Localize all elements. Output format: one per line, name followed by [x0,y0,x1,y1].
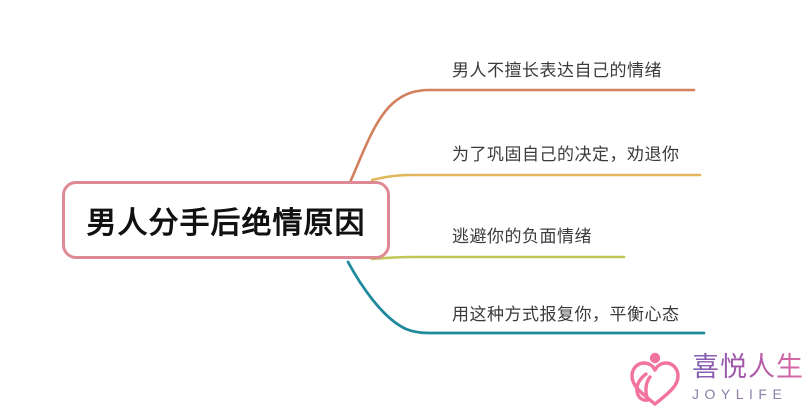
brand-text: 喜悦人生 JOYLIFE [692,350,804,404]
branch-label-3[interactable]: 用这种方式报复你，平衡心态 [452,305,680,324]
brand-name-en: JOYLIFE [692,386,788,402]
branch-label-0[interactable]: 男人不擅长表达自己的情绪 [452,61,662,80]
heart-logo-dot [649,352,661,364]
heart-logo-icon [630,352,680,406]
branch-line-2 [370,255,626,261]
brand-watermark: 喜悦人生 JOYLIFE [624,350,804,412]
root-node-label: 男人分手后绝情原因 [86,207,366,240]
branch-label-2[interactable]: 逃避你的负面情绪 [452,227,592,246]
branch-line-1 [370,173,702,182]
branch-label-1[interactable]: 为了巩固自己的决定，劝退你 [452,145,680,164]
brand-name-cn: 喜悦人生 [692,352,804,382]
root-node[interactable]: 男人分手后绝情原因 [62,181,390,259]
